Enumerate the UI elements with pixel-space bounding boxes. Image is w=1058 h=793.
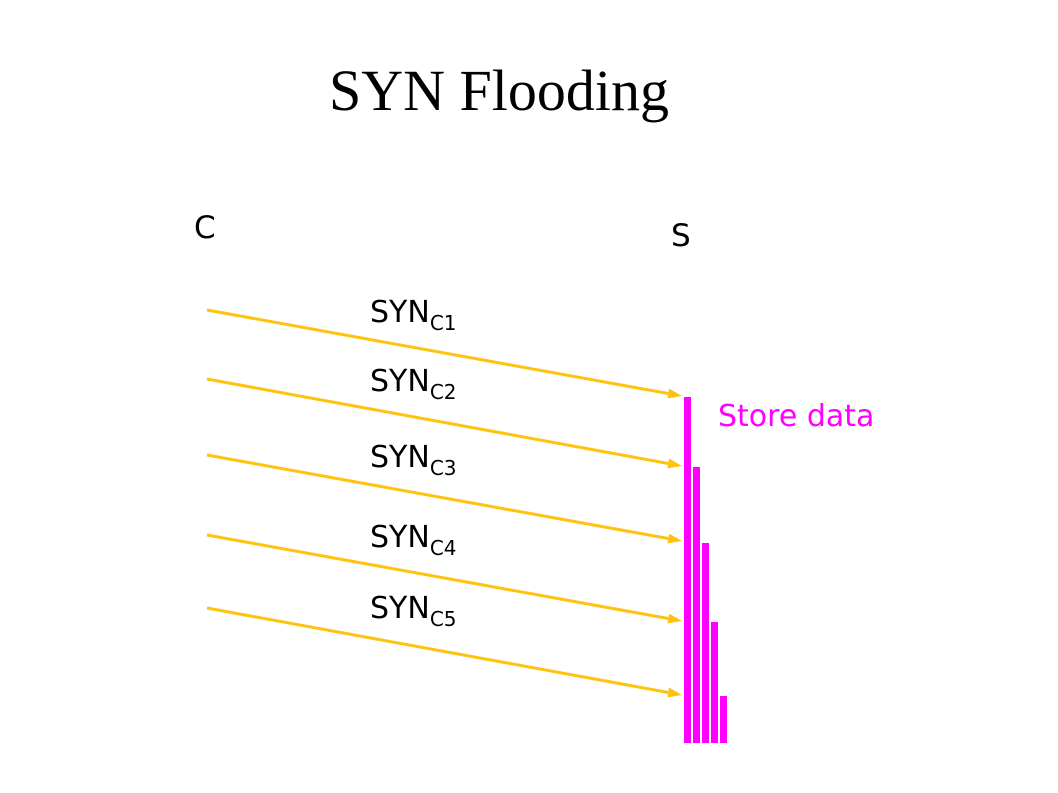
syn-arrow-head-3 [667,533,682,544]
store-data-label: Store data [718,399,874,434]
syn-arrows [206,308,682,698]
syn-label-2: SYNC2 [370,364,457,404]
syn-arrow-line-4 [206,533,669,620]
syn-label-3: SYNC3 [370,440,457,480]
syn-arrow-head-5 [667,687,682,698]
store-bar-3 [702,543,709,743]
client-label: C [194,210,216,246]
slide-title: SYN Flooding [328,58,669,123]
syn-arrow-line-2 [206,377,669,465]
store-bar-4 [711,622,718,743]
syn-arrow-head-1 [667,388,682,399]
syn-arrow-line-5 [206,606,669,694]
store-bar-1 [684,397,691,743]
syn-label-1: SYNC1 [370,295,457,335]
syn-arrow-line-3 [206,453,669,540]
syn-label-5: SYNC5 [370,591,457,631]
server-label: S [671,218,691,254]
syn-arrow-line-1 [206,308,669,395]
store-bar-2 [693,467,700,743]
store-bar-5 [720,696,727,743]
syn-label-4: SYNC4 [370,520,457,560]
syn-arrow-head-4 [667,613,682,624]
syn-arrow-head-2 [667,458,682,469]
store-data-bars [684,397,727,743]
